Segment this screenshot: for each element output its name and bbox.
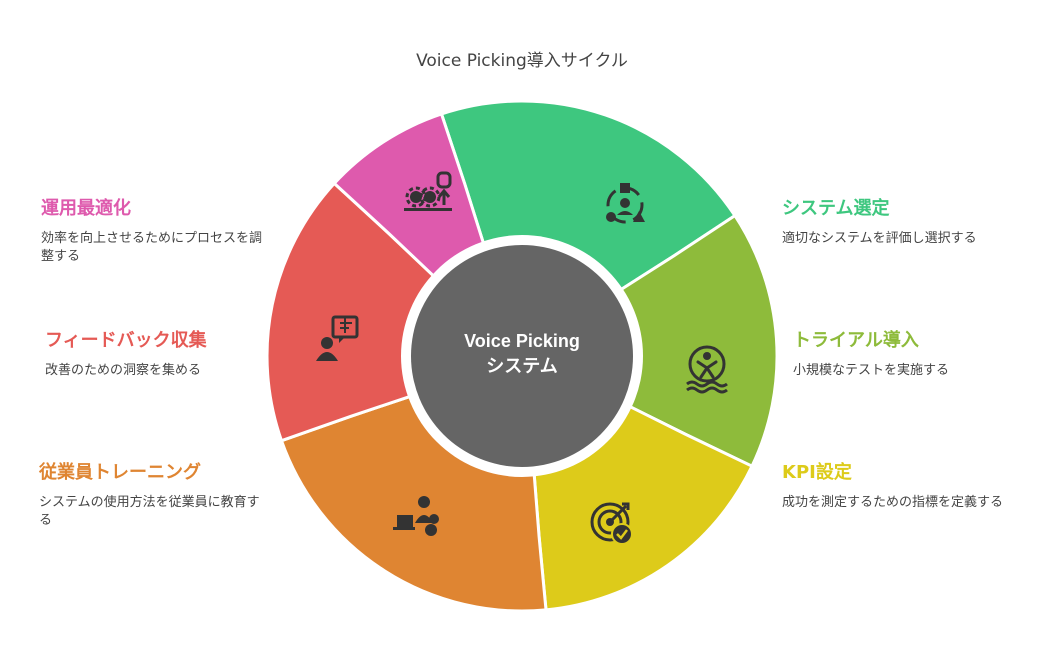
step-description: 改善のための洞察を集める	[45, 363, 202, 378]
center-hub	[411, 245, 633, 467]
diagram-title: Voice Picking導入サイクル	[416, 51, 628, 71]
step-label-kpi-setting: KPI設定 成功を測定するための指標を定義する	[782, 462, 1010, 512]
training-laptop-icon	[393, 496, 439, 536]
system-selection-icon	[606, 183, 645, 224]
step-description: 適切なシステムを評価し選択する	[782, 231, 977, 246]
center-title-line2: システム	[486, 356, 557, 376]
step-description: 成功を測定するための指標を定義する	[782, 495, 1004, 510]
step-description: 小規模なテストを実施する	[793, 363, 950, 378]
optimization-gears-icon	[404, 171, 452, 211]
step-heading: システム選定	[782, 198, 890, 219]
step-label-operation-optimization: 運用最適化 効率を向上させるためにプロセスを調整する	[41, 198, 263, 266]
center-title-line1: Voice Picking	[464, 331, 580, 351]
step-description: システムの使用方法を従業員に教育する	[39, 495, 260, 528]
step-heading: 運用最適化	[41, 198, 131, 219]
step-heading: フィードバック収集	[45, 330, 207, 351]
step-label-system-selection: システム選定 適切なシステムを評価し選択する	[782, 198, 1017, 248]
step-heading: トライアル導入	[793, 330, 919, 351]
step-label-feedback-collection: フィードバック収集 改善のための洞察を集める	[45, 330, 280, 380]
step-label-trial-introduction: トライアル導入 小規模なテストを実施する	[793, 330, 1028, 380]
step-heading: KPI設定	[782, 462, 852, 483]
swimmer-trial-icon	[686, 345, 728, 394]
feedback-speech-icon	[316, 315, 359, 361]
step-label-employee-training: 従業員トレーニング システムの使用方法を従業員に教育する	[39, 462, 261, 530]
step-heading: 従業員トレーニング	[39, 462, 201, 483]
step-description: 効率を向上させるためにプロセスを調整する	[41, 231, 263, 264]
target-check-icon	[590, 502, 633, 545]
